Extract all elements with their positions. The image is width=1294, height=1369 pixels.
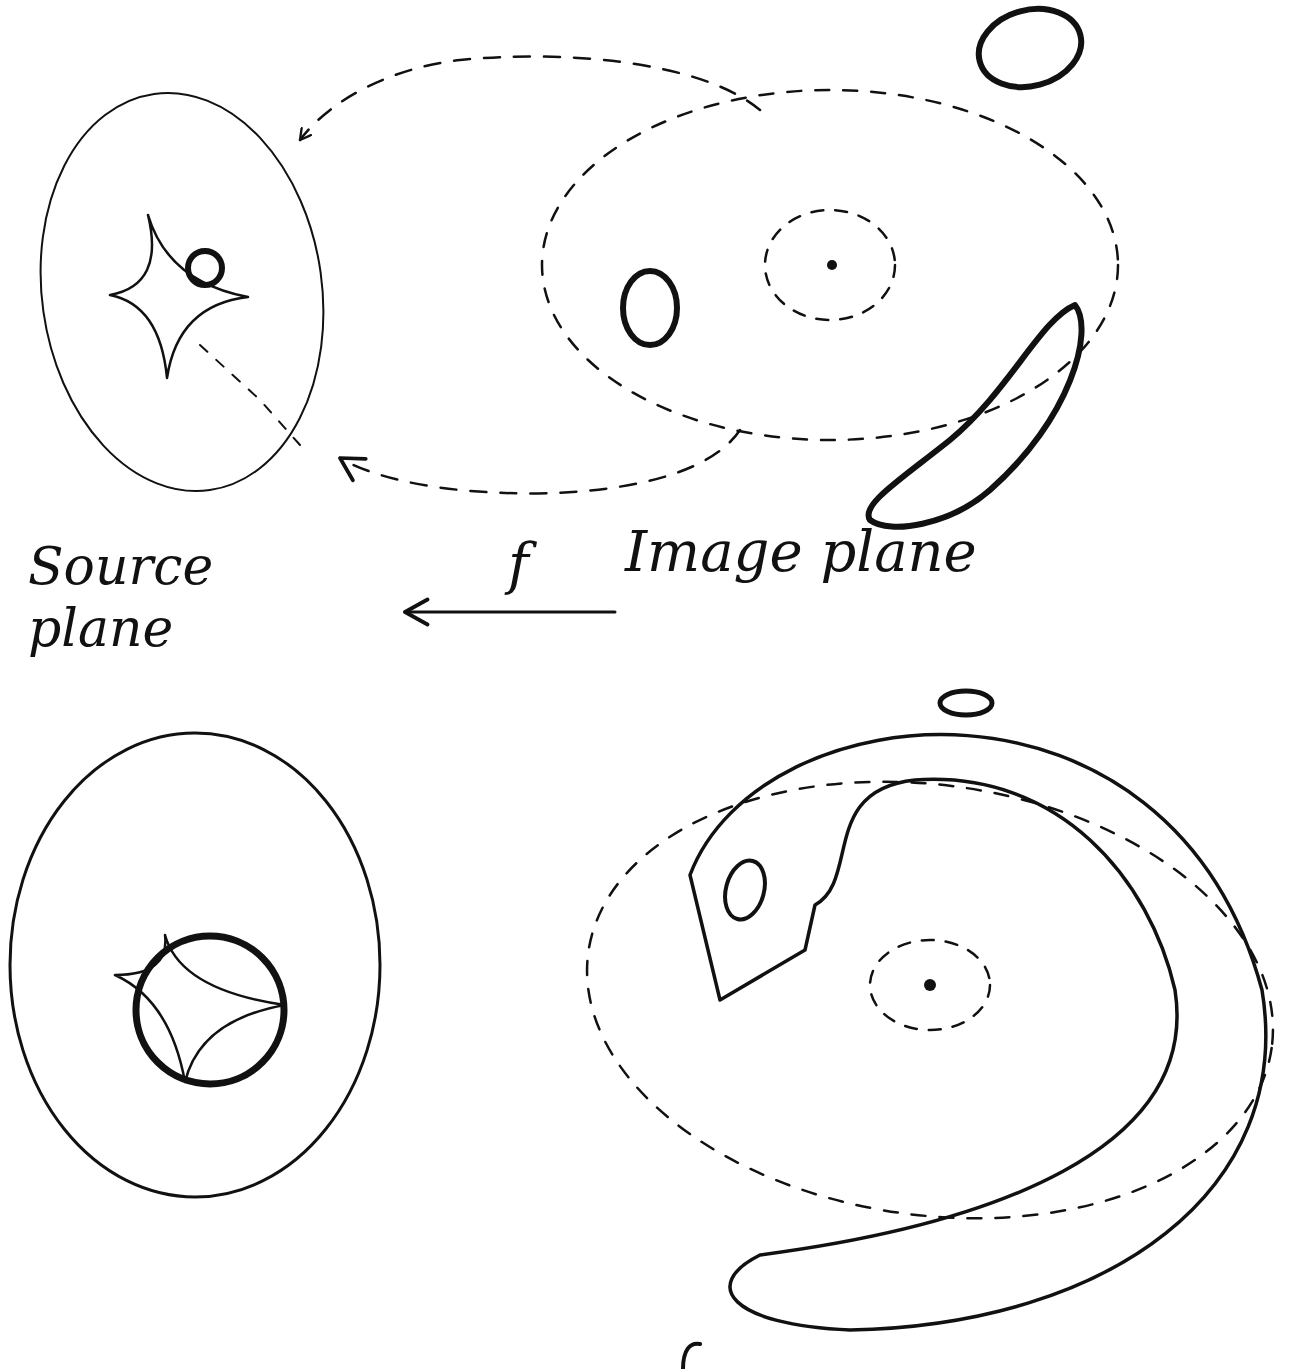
- lensed-image: [623, 271, 677, 345]
- source: [136, 936, 284, 1084]
- lensed-image: [940, 691, 992, 715]
- critical-curve: [558, 739, 1294, 1261]
- map-label: f: [508, 530, 568, 597]
- plane-label: Image plane: [625, 518, 1285, 585]
- critical-curve: [542, 90, 1118, 440]
- plane-label: Source plane: [28, 535, 238, 660]
- lensed-image: [719, 856, 771, 924]
- source-plane-outline: [16, 74, 349, 509]
- inner-critical-curve: [870, 940, 990, 1030]
- inner-critical-curve: [765, 210, 895, 320]
- mapping-arrow: [300, 57, 760, 140]
- lens-center: [924, 979, 936, 991]
- mapping-arrow: [340, 430, 740, 493]
- ring-image: [690, 735, 1266, 1330]
- lens-center: [827, 260, 837, 270]
- caustic: [110, 215, 248, 378]
- fragment: [683, 1344, 700, 1369]
- mapping-line: [200, 345, 300, 445]
- source-plane-outline: [10, 733, 380, 1197]
- lensed-image: [970, 0, 1090, 98]
- arc-image: [868, 305, 1081, 527]
- source: [188, 251, 222, 285]
- map-arrow: [405, 611, 615, 614]
